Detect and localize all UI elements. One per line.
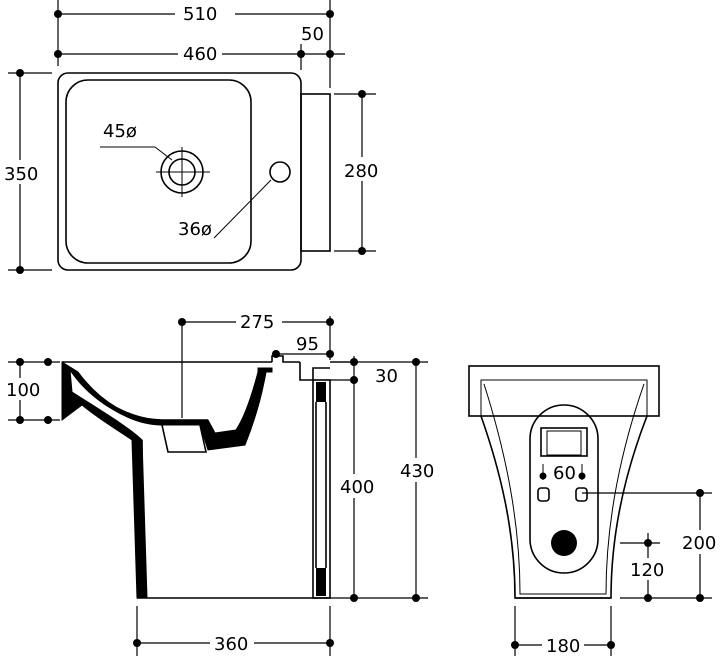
- overflow-hole: [269, 161, 291, 183]
- dim-60: 60: [553, 463, 576, 484]
- fixing-hole-right: [575, 487, 588, 502]
- dim-200: 200: [682, 533, 716, 554]
- dim-460: 460: [183, 44, 217, 65]
- dim-430: 430: [400, 461, 434, 482]
- dim-400: 400: [340, 477, 374, 498]
- dim-510: 510: [183, 4, 217, 25]
- rear-view: 60 200 120 180: [468, 365, 720, 658]
- overflow-hole-label: 36ø: [178, 219, 212, 240]
- dim-360: 360: [214, 634, 248, 655]
- fixing-hole-left: [537, 487, 550, 502]
- top-view: 45ø 36ø 510 460 50 350: [4, 0, 382, 274]
- tap-hole: [156, 147, 210, 197]
- back-column-top: [316, 382, 326, 402]
- dim-50: 50: [301, 24, 324, 45]
- waste-hole: [551, 530, 577, 556]
- back-column-bottom: [316, 568, 326, 596]
- dim-275: 275: [240, 312, 274, 333]
- dim-180: 180: [546, 636, 580, 657]
- dim-350: 350: [4, 164, 38, 185]
- dim-95: 95: [296, 334, 319, 355]
- rear-panel: [529, 404, 599, 574]
- basin-bowl: [65, 79, 252, 264]
- dim-30: 30: [375, 366, 398, 387]
- dim-280: 280: [344, 161, 378, 182]
- back-splash: [300, 93, 331, 252]
- dim-100: 100: [6, 380, 40, 401]
- bowl-profile: [61, 361, 273, 599]
- side-view: 275 95 100 30 400 430: [6, 310, 440, 656]
- tap-hole-label: 45ø: [103, 121, 137, 142]
- dim-120: 120: [630, 560, 664, 581]
